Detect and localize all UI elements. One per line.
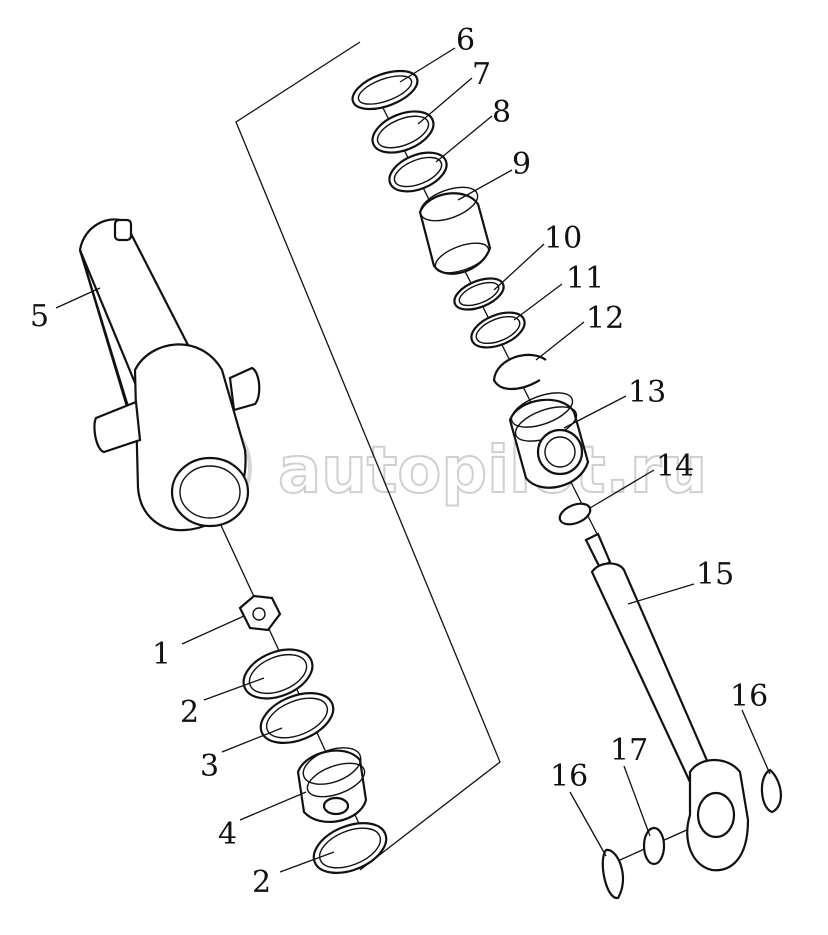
part-10-ring xyxy=(453,277,505,311)
callout-16-left: 16 xyxy=(550,759,588,794)
part-2-ring-lower xyxy=(312,822,388,874)
callout-10: 10 xyxy=(544,221,582,256)
part-6-ring xyxy=(351,69,419,111)
part-14-ring xyxy=(558,502,592,526)
callout-labels: 1 2 3 4 2 5 6 7 8 9 10 11 12 13 14 15 16… xyxy=(30,23,768,900)
part-16-circlip-left xyxy=(601,848,624,900)
part-4-piston xyxy=(296,747,368,823)
part-9-guide-sleeve xyxy=(418,186,492,275)
callout-16-right: 16 xyxy=(730,679,768,714)
leader-lines xyxy=(55,47,771,873)
callout-7: 7 xyxy=(472,57,491,92)
callout-6: 6 xyxy=(456,23,475,58)
callout-14: 14 xyxy=(656,449,694,484)
callout-2-lower: 2 xyxy=(252,865,271,900)
part-15-piston-rod xyxy=(584,532,750,872)
part-12-split-ring xyxy=(492,353,547,391)
callout-13: 13 xyxy=(628,375,666,410)
callout-3: 3 xyxy=(200,749,219,784)
callout-8: 8 xyxy=(492,95,511,130)
part-13-piston-assembly xyxy=(508,392,590,489)
assembly-bracket-line xyxy=(235,41,501,871)
watermark-text: autopilot.ru xyxy=(278,434,707,508)
part-5-cylinder-barrel xyxy=(78,218,261,532)
callout-5: 5 xyxy=(30,299,49,334)
callout-1: 1 xyxy=(152,637,171,672)
part-2-ring-upper xyxy=(242,648,314,700)
callout-4: 4 xyxy=(218,817,237,852)
callout-9: 9 xyxy=(512,147,531,182)
callout-11: 11 xyxy=(566,261,604,296)
part-1-nut xyxy=(238,594,282,632)
part-7-ring xyxy=(371,110,435,154)
callout-12: 12 xyxy=(586,301,624,336)
part-16-circlip-right xyxy=(760,768,782,814)
part-11-ring xyxy=(470,311,526,349)
callout-2-upper: 2 xyxy=(180,695,199,730)
part-3-ring xyxy=(259,692,335,744)
watermark: autopilot.ru xyxy=(140,412,708,524)
part-17-washer xyxy=(642,826,666,866)
callout-15: 15 xyxy=(696,557,734,592)
callout-17: 17 xyxy=(610,733,648,768)
part-8-ring xyxy=(388,151,448,193)
